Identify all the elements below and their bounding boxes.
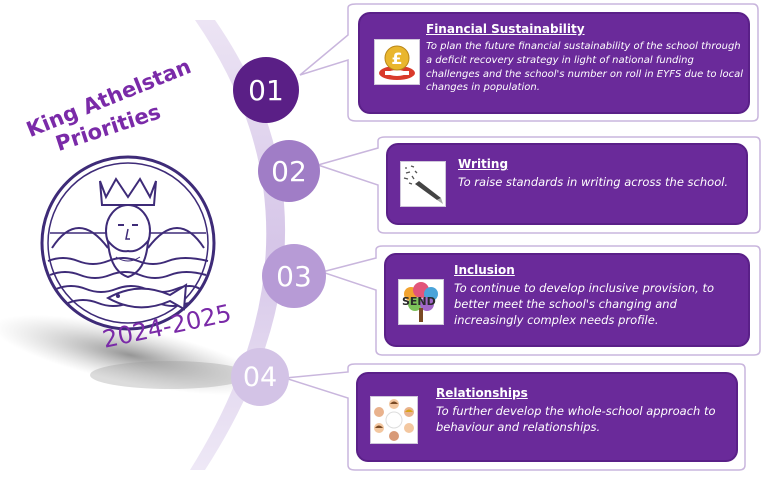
priority-card-02: Writing To raise standards in writing ac…: [386, 143, 748, 225]
priority-title-03: Inclusion: [454, 263, 515, 277]
priority-number-02-label: 02: [271, 154, 307, 188]
priority-number-04-label: 04: [242, 361, 278, 393]
send-tree-icon: SEND: [398, 279, 444, 325]
priority-number-01: 01: [233, 57, 299, 123]
priority-text-04: To further develop the whole-school appr…: [436, 404, 716, 434]
priority-title-04: Relationships: [436, 386, 528, 400]
priority-text-02: To raise standards in writing across the…: [458, 175, 729, 189]
priority-card-03: SEND Inclusion To continue to develop in…: [384, 253, 750, 347]
priority-number-01-label: 01: [248, 73, 284, 107]
logo-shadow-core: [90, 361, 250, 389]
priority-title-02: Writing: [458, 157, 509, 171]
priority-number-04: 04: [231, 348, 289, 406]
logo-shadow: [0, 315, 268, 395]
priority-title-01: Financial Sustainability: [426, 22, 585, 36]
pound-lifebuoy-icon: £: [374, 39, 420, 85]
priority-number-03: 03: [262, 244, 326, 308]
priority-number-02: 02: [258, 140, 320, 202]
svg-text:£: £: [391, 49, 402, 68]
priority-card-01: £ Financial Sustainability To plan the f…: [358, 12, 750, 114]
priority-number-03-label: 03: [276, 259, 312, 293]
priority-text-01: To plan the future financial sustainabil…: [426, 41, 744, 94]
priority-text-03: To continue to develop inclusive provisi…: [454, 281, 715, 327]
pen-writing-icon: [400, 161, 446, 207]
send-label: SEND: [402, 295, 436, 308]
priority-card-04: Relationships To further develop the who…: [356, 372, 738, 462]
children-circle-icon: [370, 396, 418, 444]
king-athelstan-seal: [40, 155, 216, 331]
